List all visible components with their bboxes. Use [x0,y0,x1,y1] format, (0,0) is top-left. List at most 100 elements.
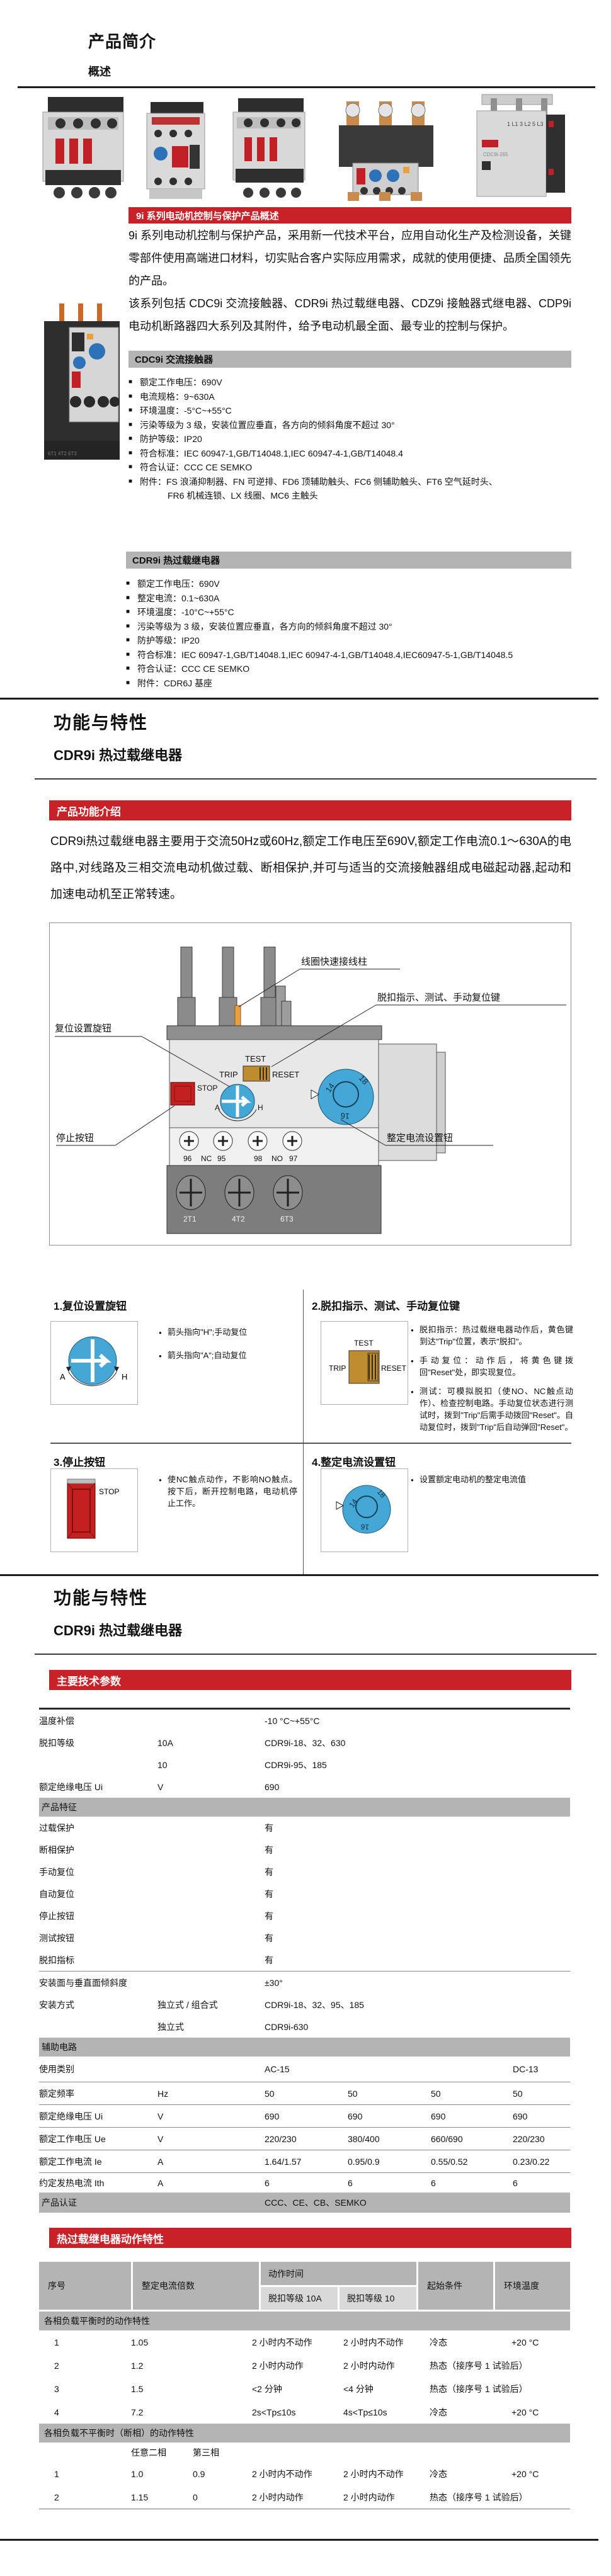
spec-bullet: 符合认证：CCC CE SEMKO [126,662,592,676]
trip-label: TRIP [219,1070,238,1079]
aux-terminal-96: 96 [183,1154,192,1163]
panel2-bullets: 脱扣指示：热过载继电器动作后，黄色键到达"Trip"位置，表示"脱扣"。 手动复… [411,1324,573,1440]
coil-terminal-pin [234,1005,241,1027]
function-intro-banner: 产品功能介绍 [49,800,571,820]
spec-bullet: 符合标准：IEC 60947-1,GB/T14048.1,IEC 60947-4… [128,446,582,461]
panel-bullet: 脱扣指示：热过载继电器动作后，黄色键到达"Trip"位置，表示"脱扣"。 [411,1324,573,1348]
panel2-image: TEST TRIP RESET [321,1321,408,1405]
product-photo-thermal-relay-large [329,98,442,207]
cdc9i-section-title: CDC9i 交流接触器 [135,355,214,365]
panel3-title: 3.停止按钮 [54,1456,106,1468]
subcol-two-phases: 任意二相 [131,2447,166,2458]
param-row: 安装面与垂直面倾斜度±30° [39,1971,570,1994]
panel-bullet: 设置额定电动机的整定电流值 [411,1473,568,1486]
action-subheader-row: 任意二相 第三相 [39,2443,570,2462]
panel1-h-label: H [122,1372,127,1382]
trip-reset-key[interactable] [243,1065,270,1082]
cdc9i-spec-list: 额定工作电压：690V 电流规格：9~630A 环境温度：-5°C~+55°C … [128,375,582,489]
cdr9i-section-title: CDR9i 热过载继电器 [132,555,220,566]
spec-bullet: 符合认证：CCC CE SEMKO [128,460,582,475]
panel3-stop-label: STOP [99,1487,119,1496]
param-band-cert: 产品认证 CCC、CE、CB、SEMKO [39,2193,570,2213]
spec-bullet: 附件：FS 浪涌抑制器、FN 可逆排、FD6 顶辅助触头、FC6 侧辅助触头、F… [128,475,582,489]
col-header-time: 动作时间 脱扣等级 10A 脱扣等级 10 [261,2262,416,2310]
features-product-2: CDR9i 热过载继电器 [54,1623,183,1638]
param-row: 断相保护有 [39,1844,273,1855]
intro-paragraphs: 9i 系列电动机控制与保护产品，采用新一代技术平台，应用自动化生产及检测设备，关… [128,224,571,338]
knob-a-label: A [215,1103,220,1112]
aux-terminal-nc: NC [201,1154,212,1163]
action-table-header: 序号 整定电流倍数 动作时间 脱扣等级 10A 脱扣等级 10 起始条件 环境温… [39,2262,570,2310]
product-photo-motor-protector [142,101,210,208]
section-divider [0,698,598,700]
param-row: 脱扣指标有 [39,1955,273,1965]
cdc9i-section-header: CDC9i 交流接触器 [128,351,571,368]
callout-reset-knob: 复位设置旋钮 [55,1023,111,1034]
col-header-no: 序号 [39,2262,131,2310]
callout-coil-terminal: 线圈快速接线柱 [301,956,367,967]
aux-terminal-no: NO [271,1154,283,1163]
param-row: 自动复位有 [39,1888,273,1899]
spec-bullet: 污染等级为 3 级，安装位置应垂直，各方向的倾斜角度不超过 30° [128,418,582,433]
panel-bullet: 手动复位：动作后，将黄色键拨回"Reset"处，即实现复位。 [411,1354,573,1378]
intro-para-2: 该系列包括 CDC9i 交流接触器、CDR9i 热过载继电器、CDZ9i 接触器… [128,297,571,332]
svg-text:6T1 4T2 6T3: 6T1 4T2 6T3 [48,451,77,457]
panel-row-divider [50,1443,571,1444]
section-divider [18,86,595,88]
main-terminal-6t3: 6T3 [280,1215,294,1223]
panel4-bullets: 设置额定电动机的整定电流值 [411,1473,568,1492]
panel-column-divider [303,1290,304,1574]
dial-pointer-icon [311,1089,319,1099]
panel2-trip-label: TRIP [329,1364,346,1373]
spec-bullet: 防护等级：IP20 [126,633,592,648]
features-heading-2: 功能与特性 [54,1588,149,1608]
spec-bullet: 附件：CDR6J 基座 [126,676,592,691]
subcol-third-phase: 第三相 [193,2447,219,2458]
page-bottom-rule [0,2539,598,2541]
product-photo-contactor-large: 1 L1 3 L2 5 L3 CDC9i-265 [463,93,571,212]
tech-params-banner-label: 主要技术参数 [57,1675,121,1688]
action-banner-label: 热过载继电器动作特性 [57,2233,164,2245]
current-dial[interactable] [317,1069,374,1125]
action-banner: 热过载继电器动作特性 [49,2228,571,2248]
panel-bullet: 箭头指向"H";手动复位 [159,1326,296,1339]
aux-terminal-97: 97 [289,1154,298,1163]
spec-bullet: 额定工作电压：690V [126,577,592,591]
cdc9i-spec-continuation: FR6 机械连锁、LX 线圈、MC6 主触头 [168,491,318,501]
svg-text:1 L1 3 L2 5 L3: 1 L1 3 L2 5 L3 [507,121,544,127]
test-label: TEST [245,1054,266,1064]
param-row: 停止按钮有 [39,1910,273,1921]
heading-underline [35,1654,597,1655]
panel4-dial-pointer-icon [336,1501,345,1510]
svg-text:CDC9i-265: CDC9i-265 [483,152,508,157]
cdr9i-spec-list: 额定工作电压：690V 整定电流：0.1~630A 环境温度：-10°C~+55… [126,577,592,690]
main-terminal-4t2: 4T2 [232,1215,245,1223]
panel2-reset-label: RESET [381,1364,407,1373]
heading-underline [35,778,597,780]
param-row: 温度补偿-10 °C~+55°C [39,1715,320,1726]
spec-bullet: 电流规格：9~630A [128,390,582,404]
page-title: 产品简介 [88,32,157,51]
panel3-image: STOP [50,1468,138,1552]
function-intro-banner-label: 产品功能介绍 [57,805,121,818]
product-photo-cdr9i-relay: 6T1 4T2 6T3 [39,302,124,468]
spec-bullet: 环境温度：-10°C~+55°C [126,605,592,620]
intro-banner: 9i 系列电动机控制与保护产品概述 [128,207,571,224]
aux-terminal-98: 98 [254,1154,263,1163]
col-header-temp: 环境温度 [495,2262,570,2310]
panel1-title: 1.复位设置旋钮 [54,1300,127,1312]
panel1-image: A H [50,1321,138,1405]
